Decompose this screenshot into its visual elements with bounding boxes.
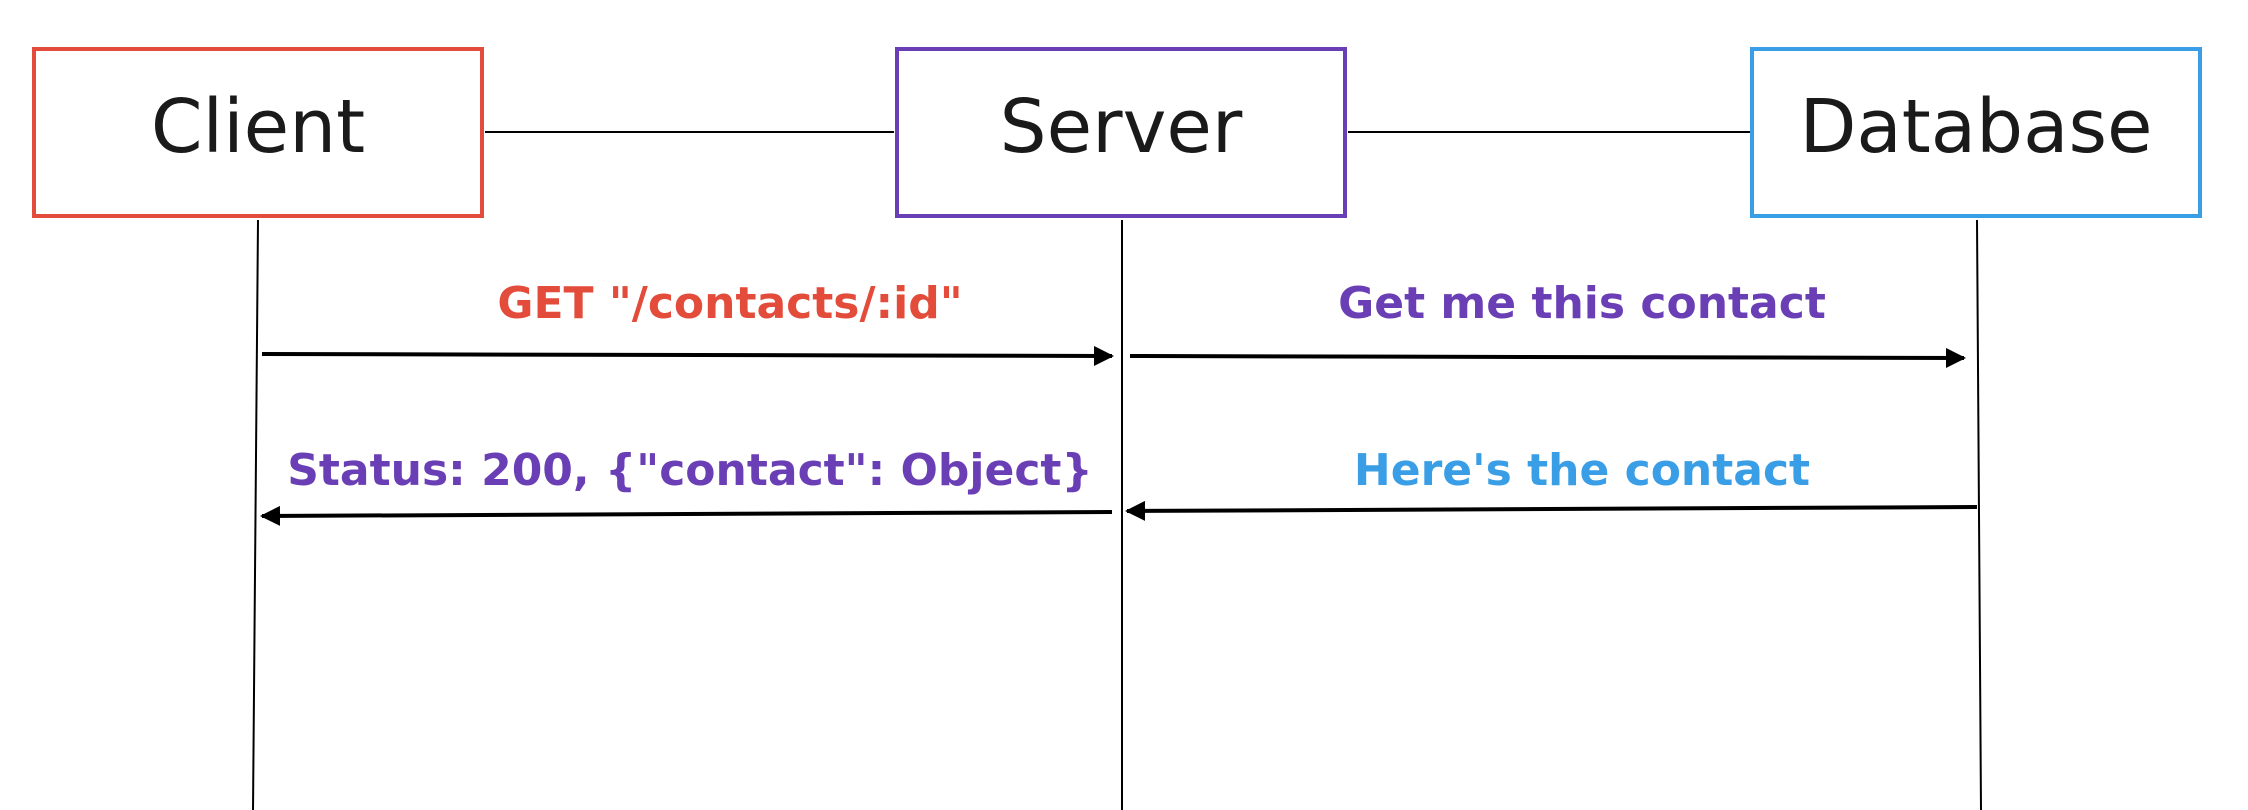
message-database-to-server-response: Here's the contact — [1125, 445, 1978, 521]
message-label-status-200: Status: 200, {"contact": Object} — [287, 445, 1093, 496]
participant-server: Server — [895, 47, 1347, 218]
participant-client: Client — [32, 47, 484, 218]
participant-database-label: Database — [1799, 84, 2152, 170]
participant-server-label: Server — [1000, 84, 1243, 170]
arrow-client-to-server — [261, 345, 1114, 366]
message-server-to-client-response: Status: 200, {"contact": Object} — [260, 445, 1113, 526]
participant-database: Database — [1750, 47, 2202, 218]
participant-server-box — [895, 47, 1347, 218]
message-label-get-me-this-contact: Get me this contact — [1338, 278, 1826, 329]
arrow-server-to-client — [260, 505, 1113, 526]
message-label-get-contact: GET "/contacts/:id" — [497, 278, 962, 329]
lifeline-client — [252, 219, 259, 810]
participant-client-label: Client — [151, 84, 365, 170]
participant-database-box — [1750, 47, 2202, 218]
arrow-server-to-database — [1129, 347, 1966, 368]
lifeline-database — [1976, 219, 1982, 810]
message-client-to-server-request: GET "/contacts/:id" — [261, 278, 1114, 366]
participant-client-box — [32, 47, 484, 218]
message-server-to-database-request: Get me this contact — [1129, 278, 1966, 368]
arrow-database-to-server — [1125, 500, 1978, 521]
message-label-heres-the-contact: Here's the contact — [1354, 445, 1810, 496]
